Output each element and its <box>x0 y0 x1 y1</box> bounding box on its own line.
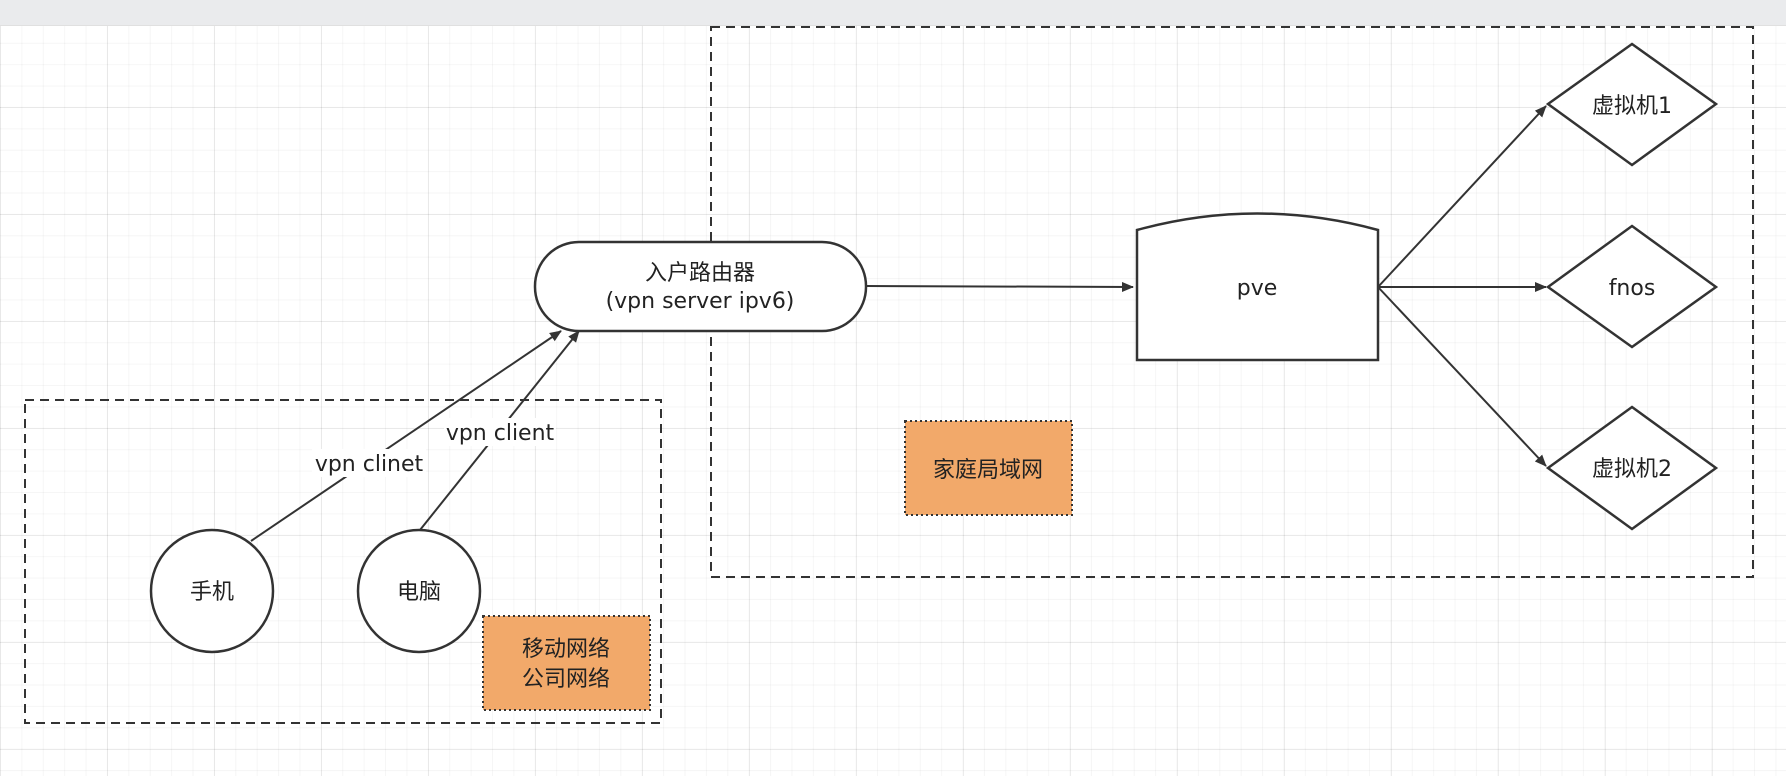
vm2-label: 虚拟机2 <box>1592 457 1672 482</box>
home-lan-note[interactable] <box>904 420 1073 516</box>
computer-label: 电脑 <box>397 580 441 605</box>
home-lan-note-label: 家庭局域网 <box>933 458 1043 483</box>
vm1-label: 虚拟机1 <box>1592 94 1672 119</box>
edge-router-pve[interactable] <box>865 281 1134 292</box>
vm2-node[interactable] <box>1545 405 1719 531</box>
fnos-node[interactable] <box>1545 224 1719 349</box>
fnos-label: fnos <box>1609 276 1656 301</box>
router-node[interactable] <box>533 240 868 333</box>
edge-pve-vm1[interactable] <box>1377 105 1547 288</box>
pve-label: pve <box>1237 276 1278 301</box>
phone-label: 手机 <box>190 580 234 605</box>
edge-pve-vm2[interactable] <box>1377 286 1547 467</box>
edge-phone-router[interactable] <box>250 330 562 542</box>
canvas-top-bar <box>0 0 1786 26</box>
edge-label-bg-phone <box>312 449 426 477</box>
router-label-line2: (vpn server ipv6) <box>606 289 795 314</box>
vm1-node[interactable] <box>1545 42 1719 167</box>
mobile-network-note[interactable] <box>482 615 651 711</box>
mobile-note-line2: 公司网络 <box>522 667 610 692</box>
edge-label-computer-router: vpn client <box>446 421 555 446</box>
computer-node[interactable] <box>356 528 482 654</box>
pve-node[interactable] <box>1135 212 1380 362</box>
edge-label-phone-router: vpn clinet <box>315 452 424 477</box>
phone-node[interactable] <box>149 528 275 654</box>
mobile-network-group[interactable] <box>24 399 662 724</box>
mobile-note-line1: 移动网络 <box>522 637 610 662</box>
edge-label-bg-computer <box>444 418 556 446</box>
router-label-line1: 入户路由器 <box>645 261 755 286</box>
